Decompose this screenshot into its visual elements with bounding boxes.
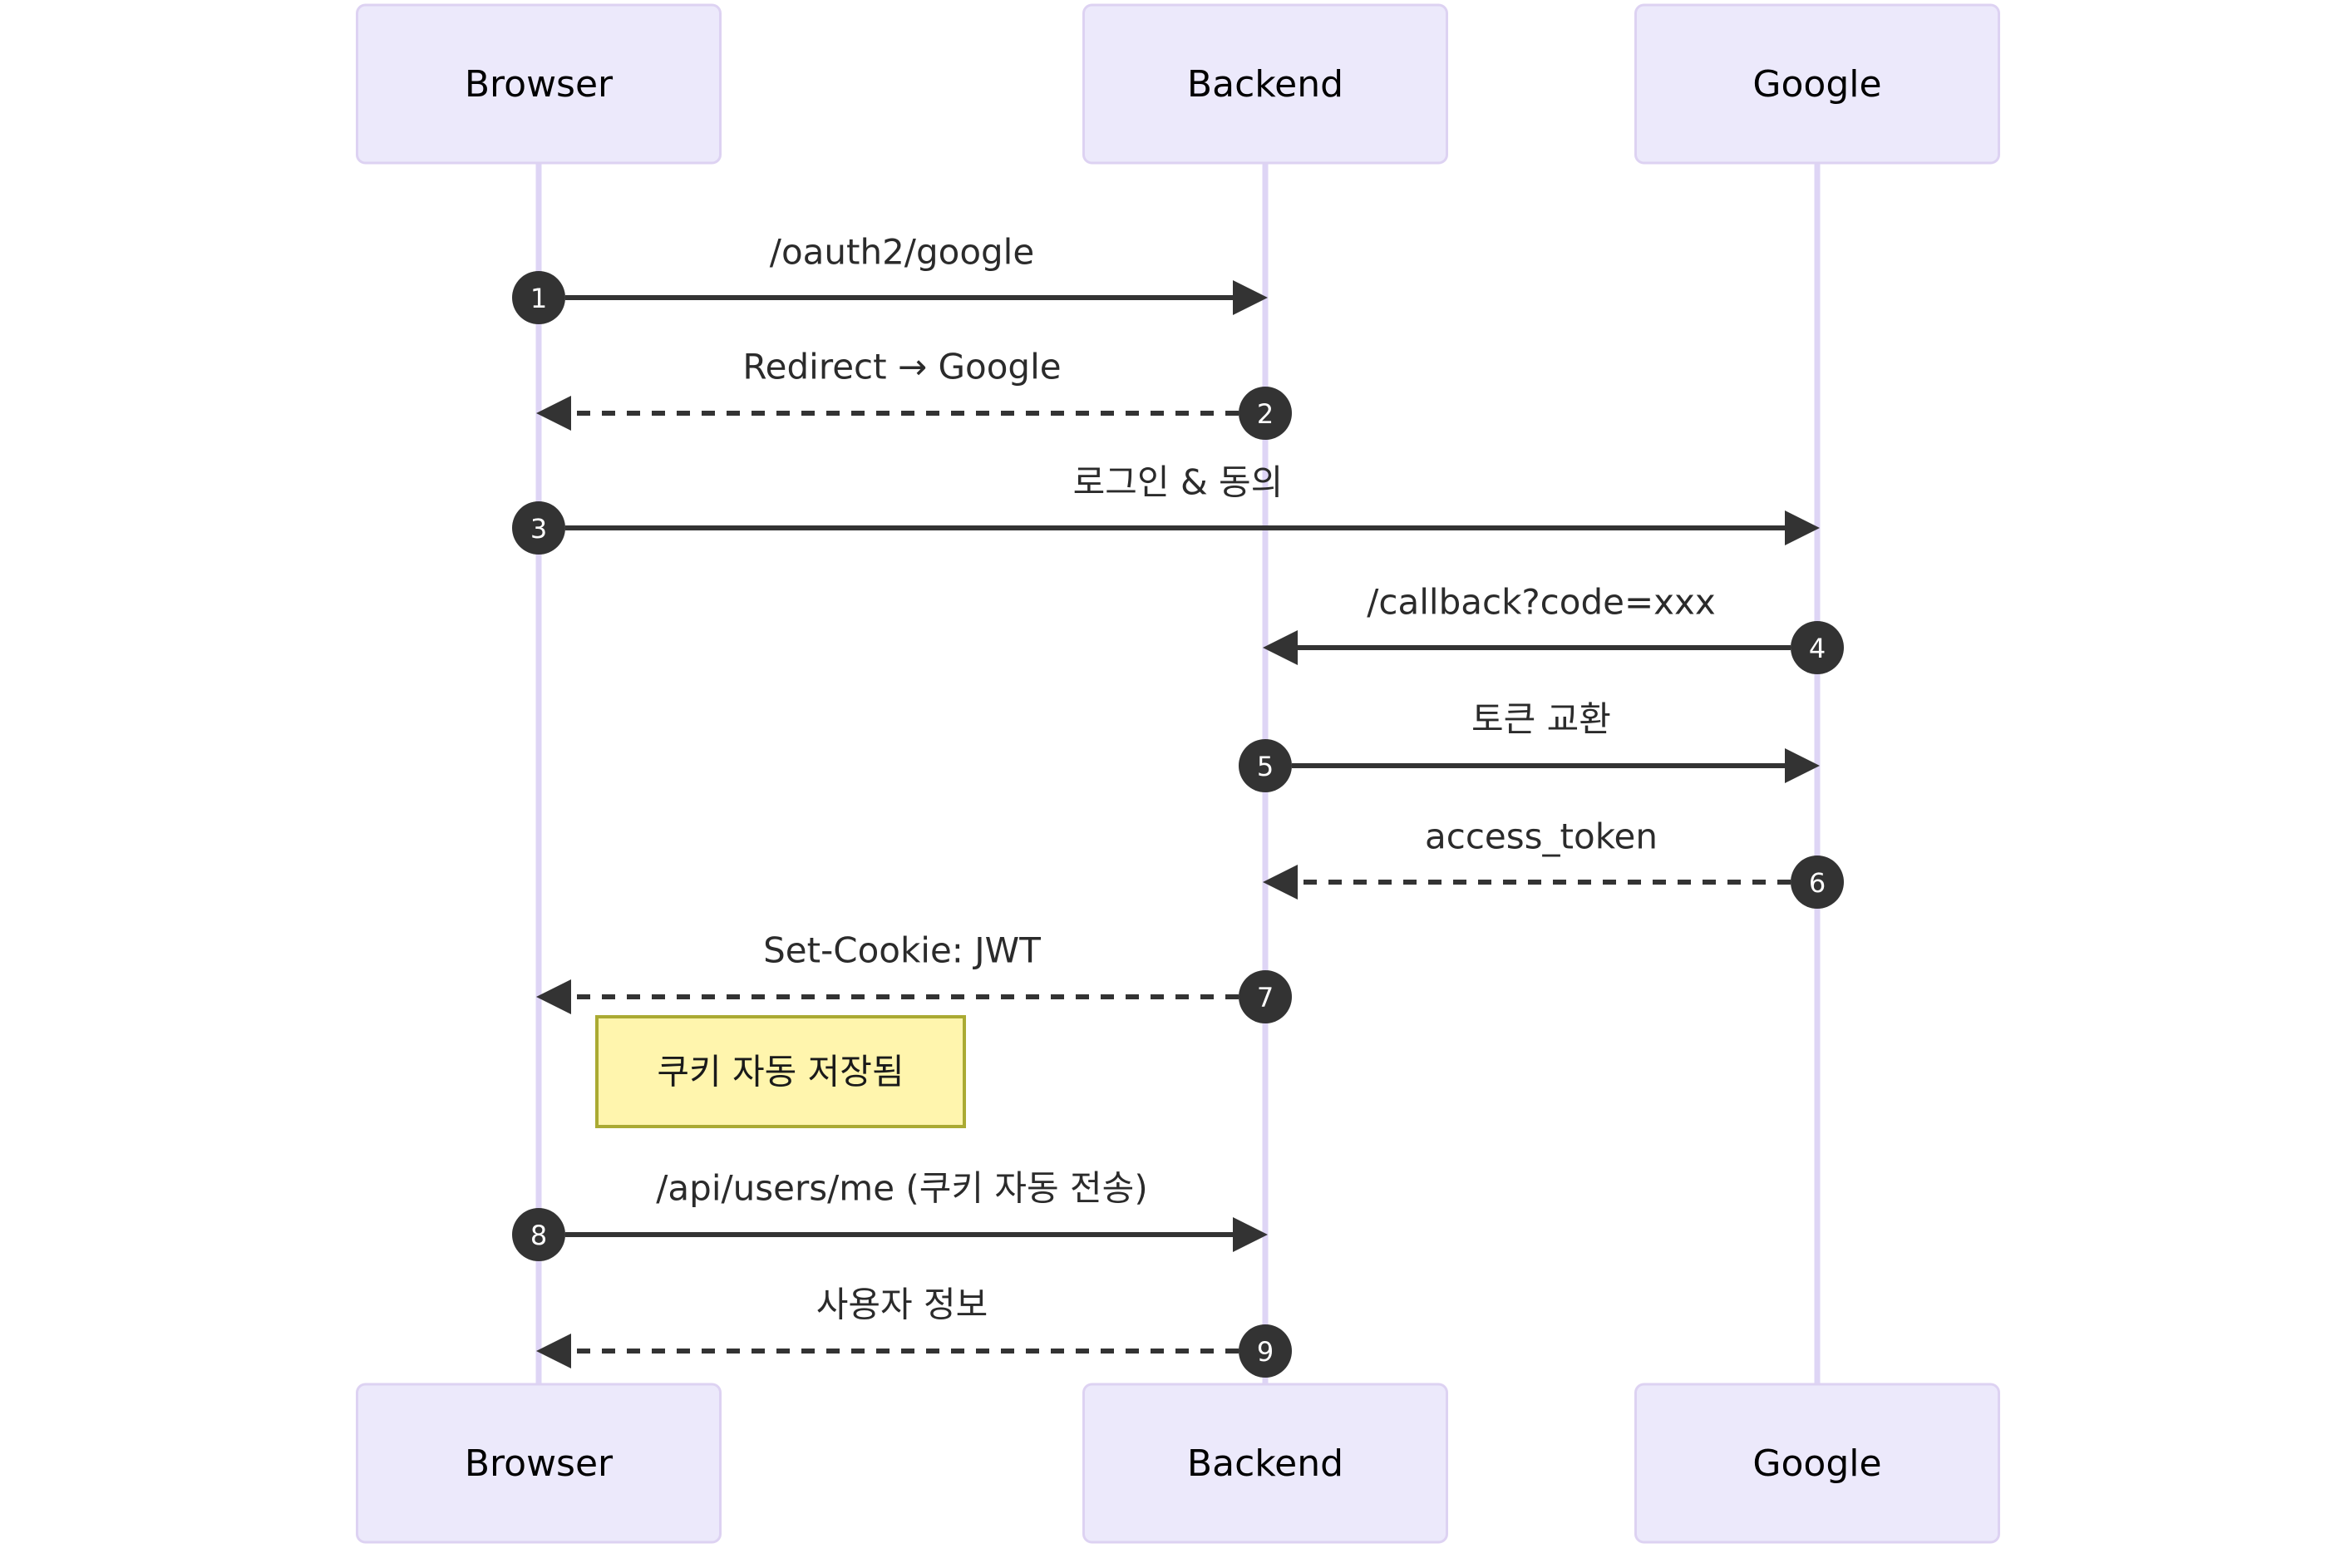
participant-browser-bottom[interactable]: Browser	[356, 1383, 722, 1544]
note-box	[595, 1015, 966, 1128]
participant-box	[1634, 3, 2000, 165]
message-label: /callback?code=xxx	[1367, 582, 1715, 623]
message-label: Redirect → Google	[742, 347, 1061, 387]
participant-label: Google	[1752, 63, 1881, 106]
message-8[interactable]: /api/users/me (쿠키 자동 전송) 8	[512, 1168, 1268, 1262]
message-1[interactable]: /oauth2/google 1	[512, 232, 1268, 325]
sequence-number-text: 9	[1257, 1336, 1274, 1368]
sequence-number-badge	[1239, 739, 1292, 792]
message-label: 로그인 & 동의	[1073, 462, 1284, 503]
message-label: /oauth2/google	[770, 232, 1034, 273]
message-7[interactable]: Set-Cookie: JWT 7	[536, 930, 1292, 1024]
participant-backend-bottom[interactable]: Backend	[1082, 1383, 1448, 1544]
message-3[interactable]: 로그인 & 동의 3	[512, 462, 1820, 555]
participant-label: Browser	[465, 1442, 614, 1485]
sequence-number-badge	[1239, 970, 1292, 1023]
participant-browser-top[interactable]: Browser	[356, 3, 722, 165]
participant-backend-top[interactable]: Backend	[1082, 3, 1448, 165]
participant-label: Browser	[465, 63, 614, 106]
message-label: /api/users/me (쿠키 자동 전송)	[656, 1168, 1147, 1209]
note-cookie-note[interactable]: 쿠키 자동 저장됨	[595, 1015, 966, 1128]
participant-box	[1634, 1383, 2000, 1544]
sequence-number-text: 2	[1257, 398, 1274, 430]
message-label: access_token	[1425, 816, 1658, 857]
participant-box	[1082, 3, 1448, 165]
sequence-number-badge	[512, 1208, 565, 1261]
participants-top-group: Browser Backend Google	[356, 3, 2000, 165]
message-label: 사용자 정보	[816, 1284, 988, 1325]
message-4[interactable]: /callback?code=xxx 4	[1263, 582, 1844, 675]
sequence-number-text: 1	[530, 283, 547, 314]
message-label: Set-Cookie: JWT	[763, 930, 1041, 971]
sequence-number-text: 7	[1257, 982, 1274, 1013]
notes-group: 쿠키 자동 저장됨	[595, 1015, 966, 1128]
note-label: 쿠키 자동 저장됨	[657, 1052, 904, 1092]
message-2[interactable]: Redirect → Google 2	[536, 347, 1292, 441]
sequence-number-text: 3	[530, 513, 547, 545]
participant-label: Backend	[1187, 1442, 1343, 1485]
sequence-number-badge	[1239, 387, 1292, 440]
message-5[interactable]: 토큰 교환 5	[1239, 699, 1820, 793]
message-6[interactable]: access_token 6	[1263, 816, 1844, 910]
sequence-number-badge	[1791, 621, 1844, 674]
participant-google-bottom[interactable]: Google	[1634, 1383, 2000, 1544]
sequence-number-text: 4	[1809, 633, 1826, 664]
participant-box	[356, 1383, 722, 1544]
sequence-number-badge	[512, 271, 565, 324]
message-label: 토큰 교환	[1471, 699, 1611, 740]
sequence-number-badge	[1791, 855, 1844, 909]
sequence-number-badge	[1239, 1324, 1292, 1378]
sequence-number-badge	[512, 501, 565, 555]
sequence-number-text: 6	[1809, 867, 1826, 899]
message-9[interactable]: 사용자 정보 9	[536, 1284, 1292, 1378]
participant-box	[356, 3, 722, 165]
sequence-number-text: 8	[530, 1220, 547, 1251]
participant-label: Backend	[1187, 63, 1343, 106]
participant-box	[1082, 1383, 1448, 1544]
participants-bottom-group: Browser Backend Google	[356, 1383, 2000, 1544]
participant-label: Google	[1752, 1442, 1881, 1485]
participant-google-top[interactable]: Google	[1634, 3, 2000, 165]
sequence-number-text: 5	[1257, 751, 1274, 782]
